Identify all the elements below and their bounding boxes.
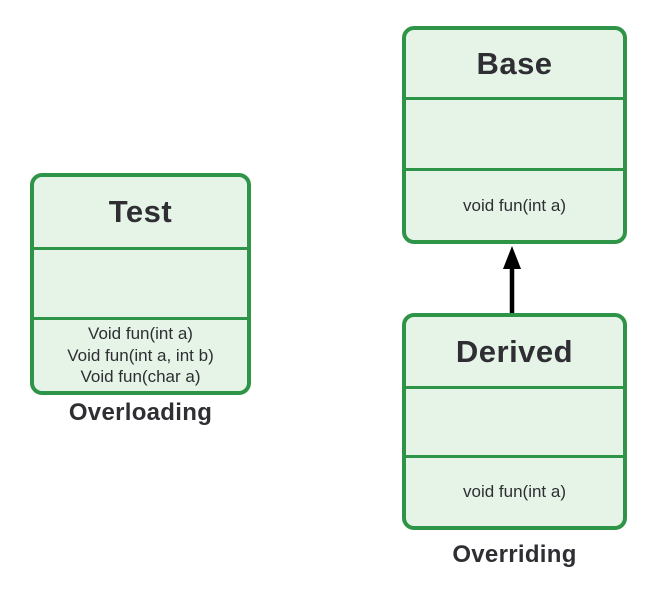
overloading-caption: Overloading [68,399,213,426]
class-title-test: Test [108,194,173,229]
class-attributes-test [34,247,247,317]
method-line: Void fun(int a, int b) [67,345,214,365]
class-title-base: Base [476,45,553,81]
method-line: Void fun(char a) [80,367,201,387]
class-attributes-base [406,97,623,168]
class-methods-derived: void fun(int a) [406,455,623,526]
class-attributes-derived [406,386,623,455]
method-line: void fun(int a) [463,482,566,502]
overriding-caption: Overriding [452,541,577,568]
class-methods-base: void fun(int a) [406,168,623,240]
method-line: Void fun(int a) [88,323,193,343]
class-box-base: Base void fun(int a) [402,26,627,244]
method-line: void fun(int a) [463,195,566,215]
class-box-derived: Derived void fun(int a) [402,313,627,530]
inheritance-arrow-icon [503,246,521,314]
class-methods-test: Void fun(int a) Void fun(int a, int b) V… [34,317,247,391]
class-box-test: Test Void fun(int a) Void fun(int a, int… [30,173,251,395]
class-title-derived: Derived [455,333,574,369]
